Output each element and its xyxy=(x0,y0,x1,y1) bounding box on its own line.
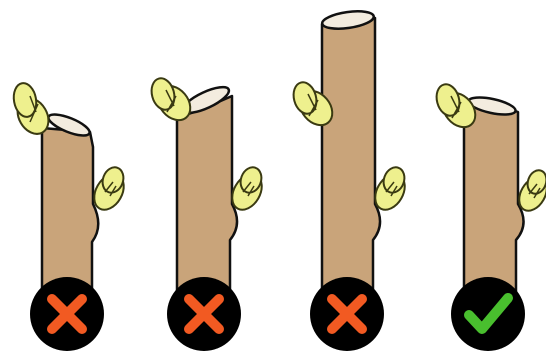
cross-badge xyxy=(310,277,384,351)
panel-cut-3 xyxy=(290,8,411,351)
stem xyxy=(464,102,524,292)
panel-cut-1 xyxy=(11,81,130,351)
stem xyxy=(177,96,237,292)
panel-cut-2 xyxy=(148,76,268,351)
panel-cut-4 xyxy=(433,82,546,351)
badge-circle xyxy=(451,277,525,351)
cross-badge xyxy=(167,277,241,351)
check-badge xyxy=(451,277,525,351)
stem xyxy=(322,18,380,292)
stem xyxy=(42,128,98,292)
cross-badge xyxy=(30,277,104,351)
